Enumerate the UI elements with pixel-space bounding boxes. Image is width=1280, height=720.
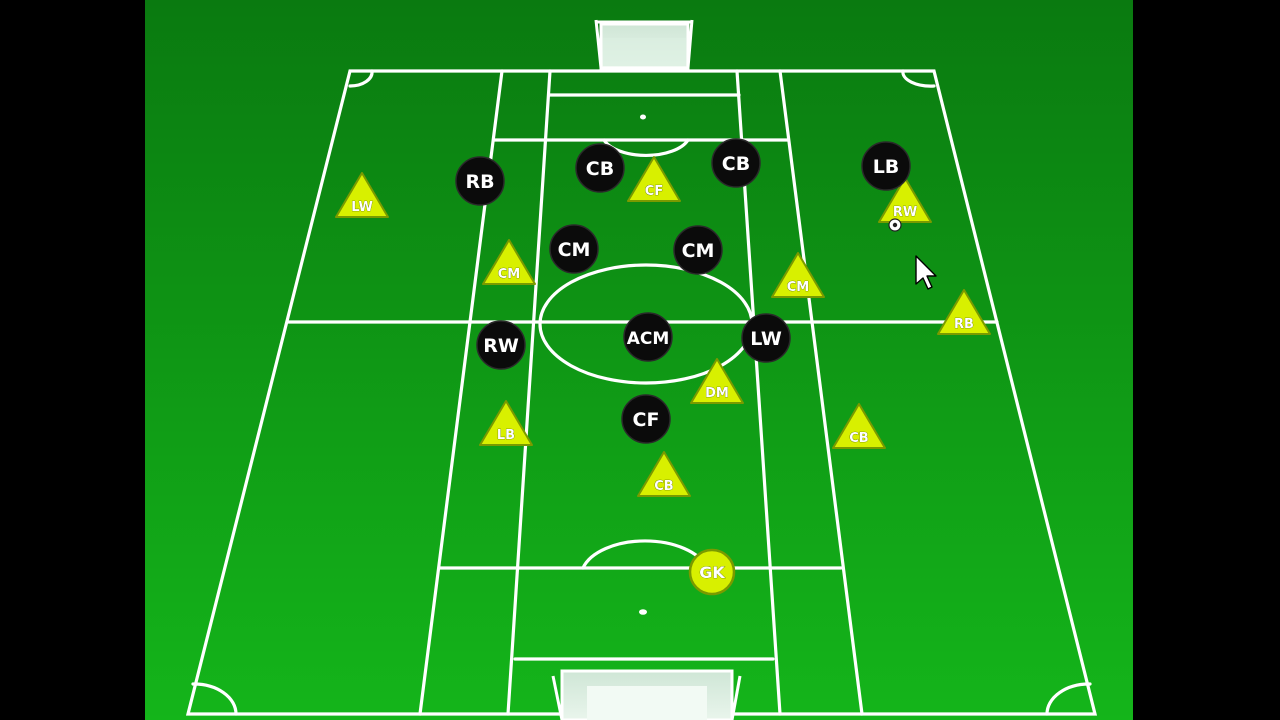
dark-player-label: LB (873, 156, 900, 178)
dark-player-label: CM (682, 240, 715, 262)
light-player-label: CB (849, 431, 868, 446)
dark-player-marker: CB (711, 138, 761, 188)
light-player-label: CB (654, 479, 673, 494)
dark-player-marker: LW (741, 313, 791, 363)
letterbox-right (1133, 0, 1280, 720)
dark-player-label: LW (750, 328, 782, 350)
dark-player-marker: ACM (623, 312, 673, 362)
goalkeeper-label: GK (699, 563, 725, 582)
dark-player-label: RW (483, 335, 519, 357)
dark-player-label: CM (558, 239, 591, 261)
dark-player-marker: CM (549, 224, 599, 274)
dark-player-label: CF (633, 409, 660, 431)
light-player-marker: LW (335, 172, 389, 218)
light-player-marker: DM (690, 358, 744, 404)
ball-icon (888, 218, 902, 232)
light-player-label: CM (498, 267, 520, 282)
dark-player-marker: CM (673, 225, 723, 275)
light-player-marker: CB (637, 451, 691, 497)
dark-player-marker: CB (575, 143, 625, 193)
mouse-cursor-icon (915, 255, 937, 290)
bottom-penalty-spot (639, 609, 647, 615)
top-penalty-spot (640, 114, 646, 120)
goalkeeper-marker: GK (688, 548, 736, 596)
light-player-marker: CM (771, 252, 825, 298)
dark-player-label: CB (586, 158, 614, 180)
channel-line-left-inner (506, 69, 552, 716)
team-light: LW CF RW CM CM RB DM LB CB CB GK (335, 156, 991, 596)
dark-player-label: RB (465, 171, 494, 193)
light-player-marker: LB (479, 400, 533, 446)
goal-bottom-icon (551, 669, 742, 720)
light-player-label: CF (645, 184, 663, 199)
light-player-label: DM (705, 386, 729, 401)
dark-player-marker: RB (455, 156, 505, 206)
light-player-label: LB (497, 428, 515, 443)
corner-arc-top-right (901, 69, 936, 88)
light-player-label: LW (351, 200, 373, 215)
goal-top-icon (594, 19, 694, 70)
channel-line-right-outer (778, 69, 864, 716)
light-player-marker: CM (482, 239, 536, 285)
letterbox-left (0, 0, 145, 720)
light-player-label: RB (954, 317, 974, 332)
corner-arc-bottom-left (191, 682, 238, 716)
dark-player-label: CB (722, 153, 750, 175)
dark-player-label: ACM (627, 329, 670, 349)
touchline-outline (185, 69, 1098, 716)
dark-player-marker: LB (861, 141, 911, 191)
corner-arc-bottom-right (1045, 682, 1092, 716)
team-dark: RB CB CB LB CM CM RW ACM LW CF (455, 138, 911, 444)
light-player-marker: RW (878, 177, 932, 223)
light-player-label: RW (893, 205, 917, 220)
light-player-marker: CF (627, 156, 681, 202)
light-player-label: CM (787, 280, 809, 295)
light-player-marker: CB (832, 403, 886, 449)
dark-player-marker: CF (621, 394, 671, 444)
light-player-marker: RB (937, 289, 991, 335)
dark-player-marker: RW (476, 320, 526, 370)
corner-arc-top-left (348, 69, 374, 88)
